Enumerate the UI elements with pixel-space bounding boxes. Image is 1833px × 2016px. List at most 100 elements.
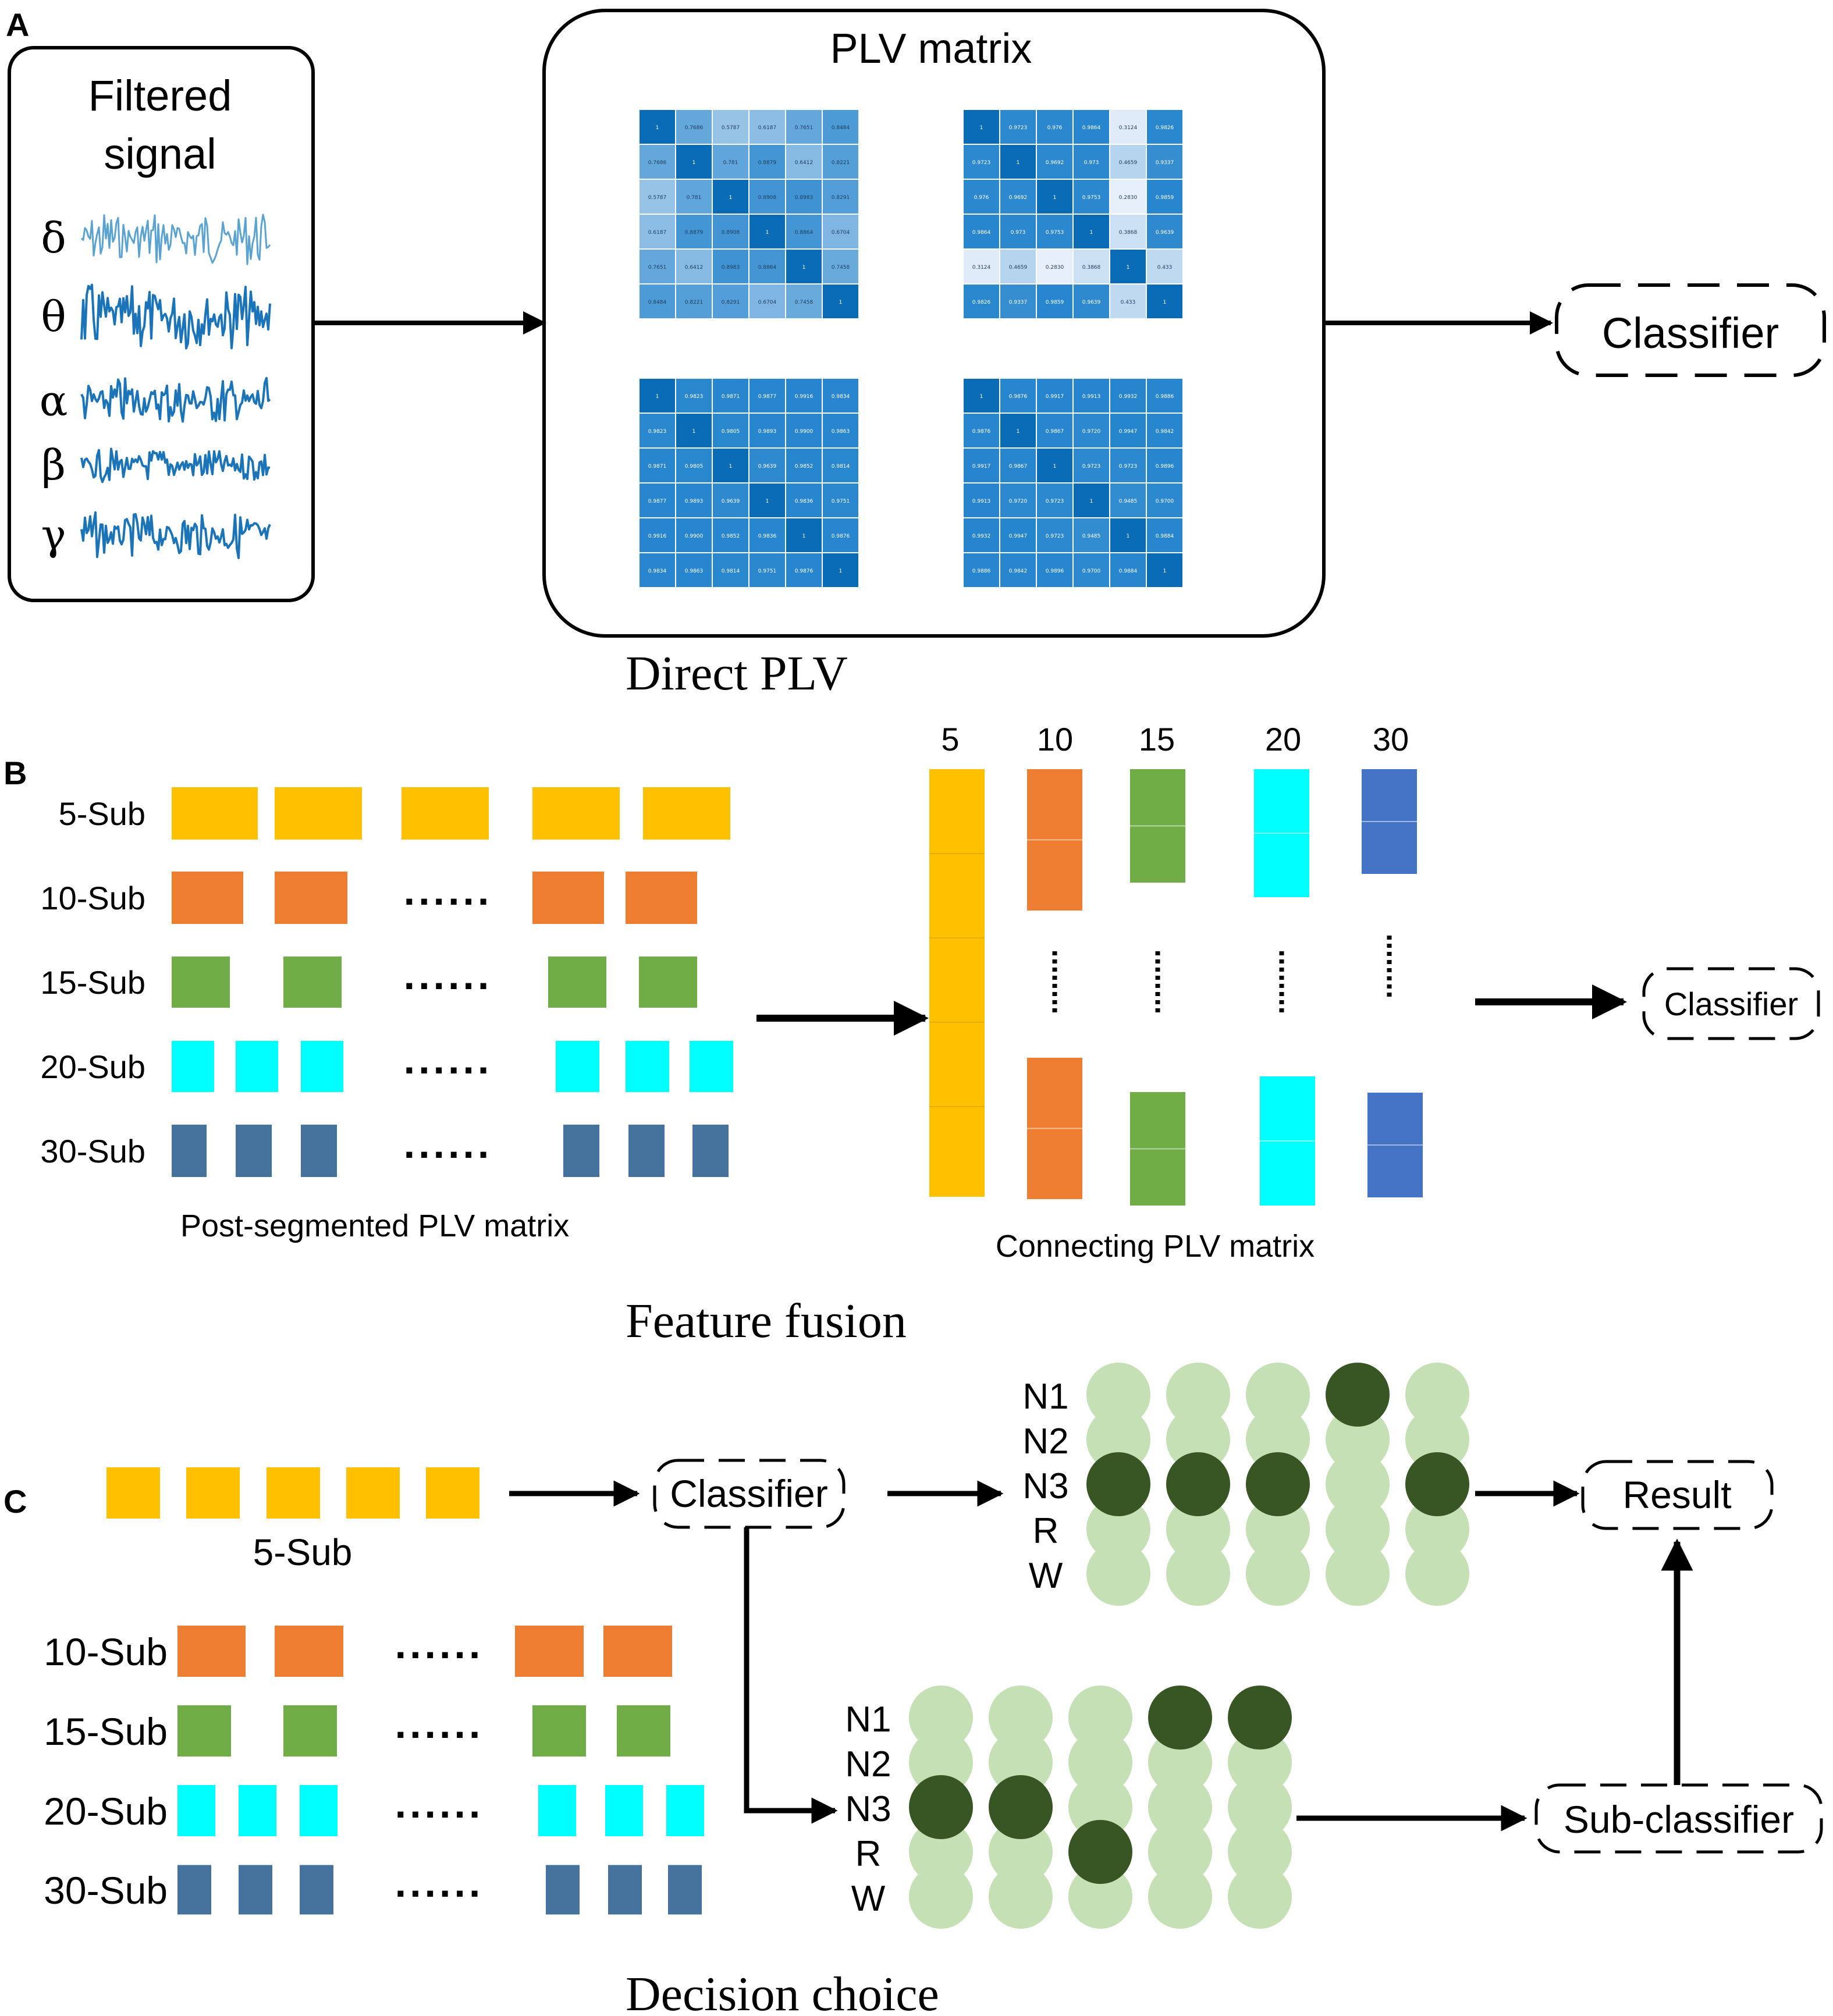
heatmap-cell-value: 0.9753 [1046, 230, 1064, 236]
heatmap-cell [712, 144, 749, 180]
heatmap-cell [1036, 248, 1074, 285]
stage-circle [1086, 1363, 1150, 1427]
heatmap-cell-value: 1 [1017, 429, 1020, 435]
heatmap-cell-value: 0.9823 [685, 394, 704, 400]
heatmap-cell-value: 0.433 [1121, 300, 1136, 305]
heatmap-cell [785, 413, 823, 449]
heatmap-cell-value: 0.9805 [685, 464, 704, 470]
heatmap-cell-value: 0.9917 [972, 464, 991, 470]
top-grid-stage-label-W: W [1029, 1556, 1063, 1596]
segment-block [283, 957, 342, 1008]
heatmap-cell [1146, 517, 1184, 553]
heatmap-cell-value: 0.8484 [648, 300, 667, 305]
stage-circle [1068, 1865, 1132, 1929]
segment-block [515, 1626, 584, 1677]
heatmap-cell-value: 0.781 [687, 195, 702, 201]
heatmap-cell [962, 517, 1000, 553]
heatmap-cell-value: 1 [766, 230, 769, 236]
heatmap-cell-value: 0.2830 [1119, 195, 1138, 201]
heatmap-cell [1036, 413, 1074, 449]
c-row-label: 15-Sub [44, 1710, 168, 1753]
heatmap-cell-value: 0.9852 [795, 464, 814, 470]
heatmap-cell-value: 0.9723 [1082, 464, 1101, 470]
b-row-15-Sub: 15-Sub...... [40, 952, 697, 1008]
segment-block [172, 957, 230, 1008]
heatmap-cell-value: 0.7651 [795, 125, 814, 131]
ellipsis: ...... [395, 1860, 484, 1905]
heatmap-cell-value: 0.3124 [1119, 125, 1138, 131]
bottom-grid-column-5 [1228, 1686, 1292, 1929]
heatmap-cell [638, 283, 676, 319]
stage-circle-selected [1326, 1363, 1390, 1427]
heatmap-cell [1146, 413, 1184, 449]
stage-circle [1228, 1730, 1292, 1794]
heatmap-cell [822, 214, 859, 250]
segment-block [666, 1785, 704, 1836]
stage-circle-selected [1068, 1820, 1132, 1884]
bottom-grid-stage-label-W: W [851, 1879, 886, 1919]
b-row-30-Sub: 30-Sub...... [40, 1121, 729, 1177]
heatmap-cell-value: 0.2830 [1046, 265, 1064, 271]
column-block [929, 769, 985, 1197]
filtered-signal-box [8, 46, 315, 602]
heatmap-cell-value: 0.973 [1011, 230, 1026, 236]
heatmap-cell [638, 447, 676, 483]
stage-circle [1148, 1820, 1212, 1884]
heatmap-cell-value: 0.9896 [1046, 568, 1064, 574]
b-row-label: 10-Sub [40, 880, 145, 916]
heatmap-cell [1072, 517, 1110, 553]
heatmap-cell [999, 144, 1037, 180]
heatmap-cell-value: 0.7686 [648, 160, 667, 166]
heatmap-cell-value: 1 [766, 499, 769, 504]
segment-block [563, 1125, 599, 1177]
classifier-box-a [1555, 283, 1826, 377]
segment-block [546, 1865, 580, 1915]
heatmap-cell-value: 0.8291 [722, 300, 740, 305]
ellipsis: ...... [395, 1781, 484, 1826]
heatmap-cell-value: 0.9876 [972, 429, 991, 435]
heatmap-cell-value: 1 [692, 429, 696, 435]
heatmap-cell [675, 144, 713, 180]
heatmap-cell [962, 413, 1000, 449]
heatmap-cell [822, 517, 859, 553]
caption-direct-plv: Direct PLV [626, 646, 848, 701]
heatmap-cell-value: 0.6187 [758, 125, 777, 131]
stage-circle [989, 1865, 1053, 1929]
heatmap-cell-value: 0.7651 [648, 265, 667, 271]
heatmap-cell [785, 482, 823, 518]
heatmap-cell-value: 0.4659 [1009, 265, 1028, 271]
top-grid-stage-label-N2: N2 [1022, 1421, 1068, 1462]
heatmap-cell [712, 248, 749, 285]
ellipsis: ...... [404, 952, 493, 998]
heatmap-cell [822, 447, 859, 483]
heatmap-cell [712, 214, 749, 250]
heatmap-cell [675, 552, 713, 588]
heatmap-cell-value: 0.3868 [1082, 265, 1101, 271]
segment-block [300, 1865, 333, 1915]
segment-block [426, 1467, 479, 1519]
segment-block [628, 1125, 665, 1177]
segment-block [692, 1125, 729, 1177]
stage-circle-selected [909, 1775, 973, 1839]
heatmap-cell-value: 0.976 [974, 195, 989, 201]
filtered-signal-title-line2: signal [104, 130, 216, 178]
stage-circle [1166, 1497, 1230, 1561]
connecting-caption: Connecting PLV matrix [996, 1229, 1315, 1264]
heatmap-cell [1109, 109, 1147, 145]
classifier-label-b: Classifier [1664, 986, 1798, 1022]
c-5sub-label: 5-Sub [253, 1531, 353, 1573]
ellipsis: ...... [395, 1701, 484, 1747]
panel-a-letter: A [6, 6, 29, 43]
segment-block [283, 1705, 337, 1757]
column-header-15: 15 [1139, 721, 1175, 758]
bottom-grid-column-1 [909, 1686, 973, 1929]
heatmap-cell [675, 413, 713, 449]
heatmap-cell [1109, 413, 1147, 449]
segment-block [186, 1467, 240, 1519]
bottom-grid-stage-label-N1: N1 [845, 1699, 891, 1740]
heatmap-cell-value: 0.433 [1157, 265, 1173, 271]
stage-circle [909, 1730, 973, 1794]
